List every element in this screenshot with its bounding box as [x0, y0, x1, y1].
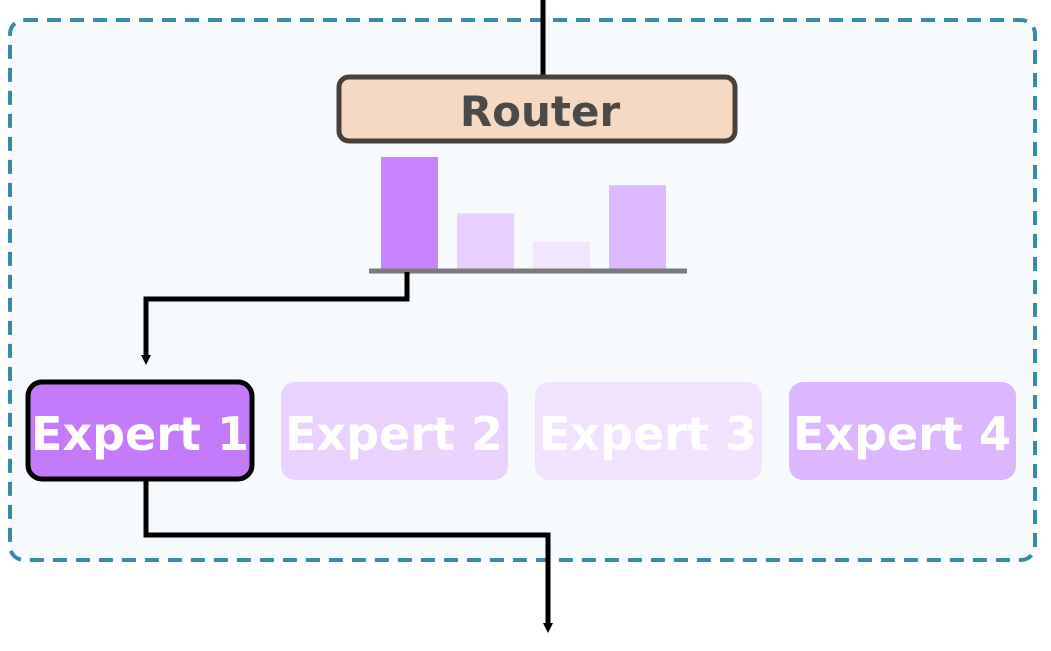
router-score-bar-3 [533, 241, 590, 270]
expert-box-3 [535, 382, 762, 480]
expert-label-2: Expert 2 [285, 407, 503, 461]
router-score-chart [381, 157, 666, 270]
expert-node-3: Expert 3 [535, 382, 762, 480]
expert-node-1: Expert 1 [25, 379, 255, 482]
expert-label-1: Expert 1 [31, 407, 249, 461]
router-score-bar-1 [381, 157, 438, 270]
router-node: Router [336, 74, 738, 144]
router-label: Router [460, 87, 621, 136]
expert-node-2: Expert 2 [281, 382, 508, 480]
moe-layer-container [8, 18, 1037, 562]
router-score-bar-4 [609, 185, 666, 270]
expert-box-2 [281, 382, 508, 480]
experts-row: Expert 1 Expert 2 Expert 3 Expert 4 [25, 379, 1016, 482]
router-score-bar-2 [457, 213, 514, 270]
expert-node-4: Expert 4 [789, 382, 1016, 480]
expert-box-4 [789, 382, 1016, 480]
expert-label-4: Expert 4 [793, 407, 1011, 461]
expert-box-1 [25, 379, 255, 482]
expert-label-3: Expert 3 [539, 407, 757, 461]
routing-arrow [141, 272, 410, 365]
output-arrow [143, 481, 553, 633]
router-box [336, 74, 738, 144]
